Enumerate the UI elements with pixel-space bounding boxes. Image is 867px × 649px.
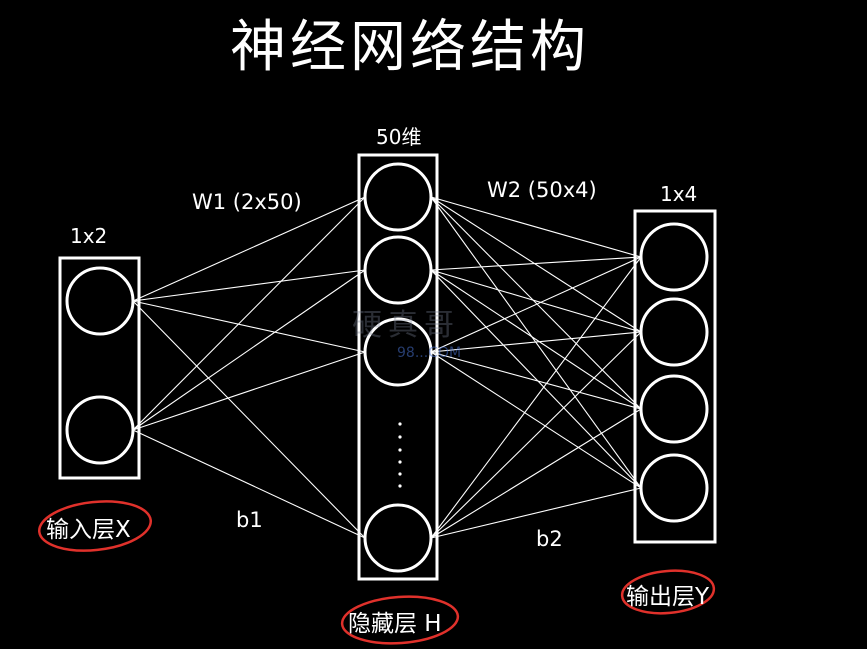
output-caption-circle: [620, 569, 716, 615]
edge-input-hidden: [132, 300, 366, 539]
input-caption-circle: [38, 500, 152, 552]
output-layer-box: [633, 209, 717, 544]
hidden-layer-caption: 隐藏层 H: [348, 611, 442, 637]
edge-hidden-output: [430, 196, 642, 410]
hidden-neuron: [363, 317, 433, 387]
b1-label: b1: [236, 508, 263, 532]
w2-label: W2 (50x4): [487, 178, 597, 202]
edge-hidden-output: [430, 256, 642, 271]
edge-input-hidden: [132, 351, 366, 431]
watermark-url: 98...COM: [397, 345, 462, 361]
output-neuron: [639, 453, 709, 523]
watermark-text: 硬真哥: [352, 308, 460, 343]
output-size-label: 1x4: [660, 182, 698, 206]
output-neuron: [639, 297, 709, 367]
input-layer-caption: 输入层X: [46, 517, 131, 543]
neurons: [65, 162, 709, 573]
output-neuron: [639, 374, 709, 444]
input-layer-box: [58, 256, 141, 480]
hidden-neuron: [363, 162, 433, 232]
b2-label: b2: [536, 527, 563, 551]
hidden-ellipsis: [398, 422, 402, 488]
hidden-size-label: 50维: [376, 125, 422, 149]
edge-hidden-output: [430, 196, 642, 333]
edge-hidden-output: [430, 269, 642, 410]
edge-hidden-output: [430, 256, 642, 353]
hidden-caption-circle: [340, 595, 460, 645]
hidden-neuron: [363, 503, 433, 573]
input-size-label: 1x2: [70, 224, 108, 248]
edge-hidden-output: [430, 351, 642, 489]
input-neuron: [65, 395, 135, 465]
edge-hidden-output: [430, 408, 642, 539]
edge-hidden-output: [430, 269, 642, 489]
edge-hidden-output: [430, 196, 642, 258]
w1-label: W1 (2x50): [192, 190, 302, 214]
hidden-neuron: [363, 235, 433, 305]
edge-input-hidden: [132, 269, 366, 302]
edge-hidden-output: [430, 351, 642, 410]
edge-hidden-output: [430, 256, 642, 539]
edge-input-hidden: [132, 300, 366, 353]
edge-hidden-output: [430, 331, 642, 353]
output-neuron: [639, 222, 709, 292]
edge-hidden-output: [430, 269, 642, 333]
diagram-title: 神经网络结构: [230, 15, 590, 80]
input-neuron: [65, 266, 135, 336]
edge-input-hidden: [132, 429, 366, 539]
edge-hidden-output: [430, 487, 642, 539]
edge-hidden-output: [430, 331, 642, 539]
edge-input-hidden: [132, 196, 366, 302]
connections: [132, 196, 642, 539]
output-layer-caption: 输出层Y: [626, 584, 710, 610]
edge-input-hidden: [132, 269, 366, 431]
edge-input-hidden: [132, 196, 366, 431]
hidden-layer-box: [357, 153, 439, 581]
